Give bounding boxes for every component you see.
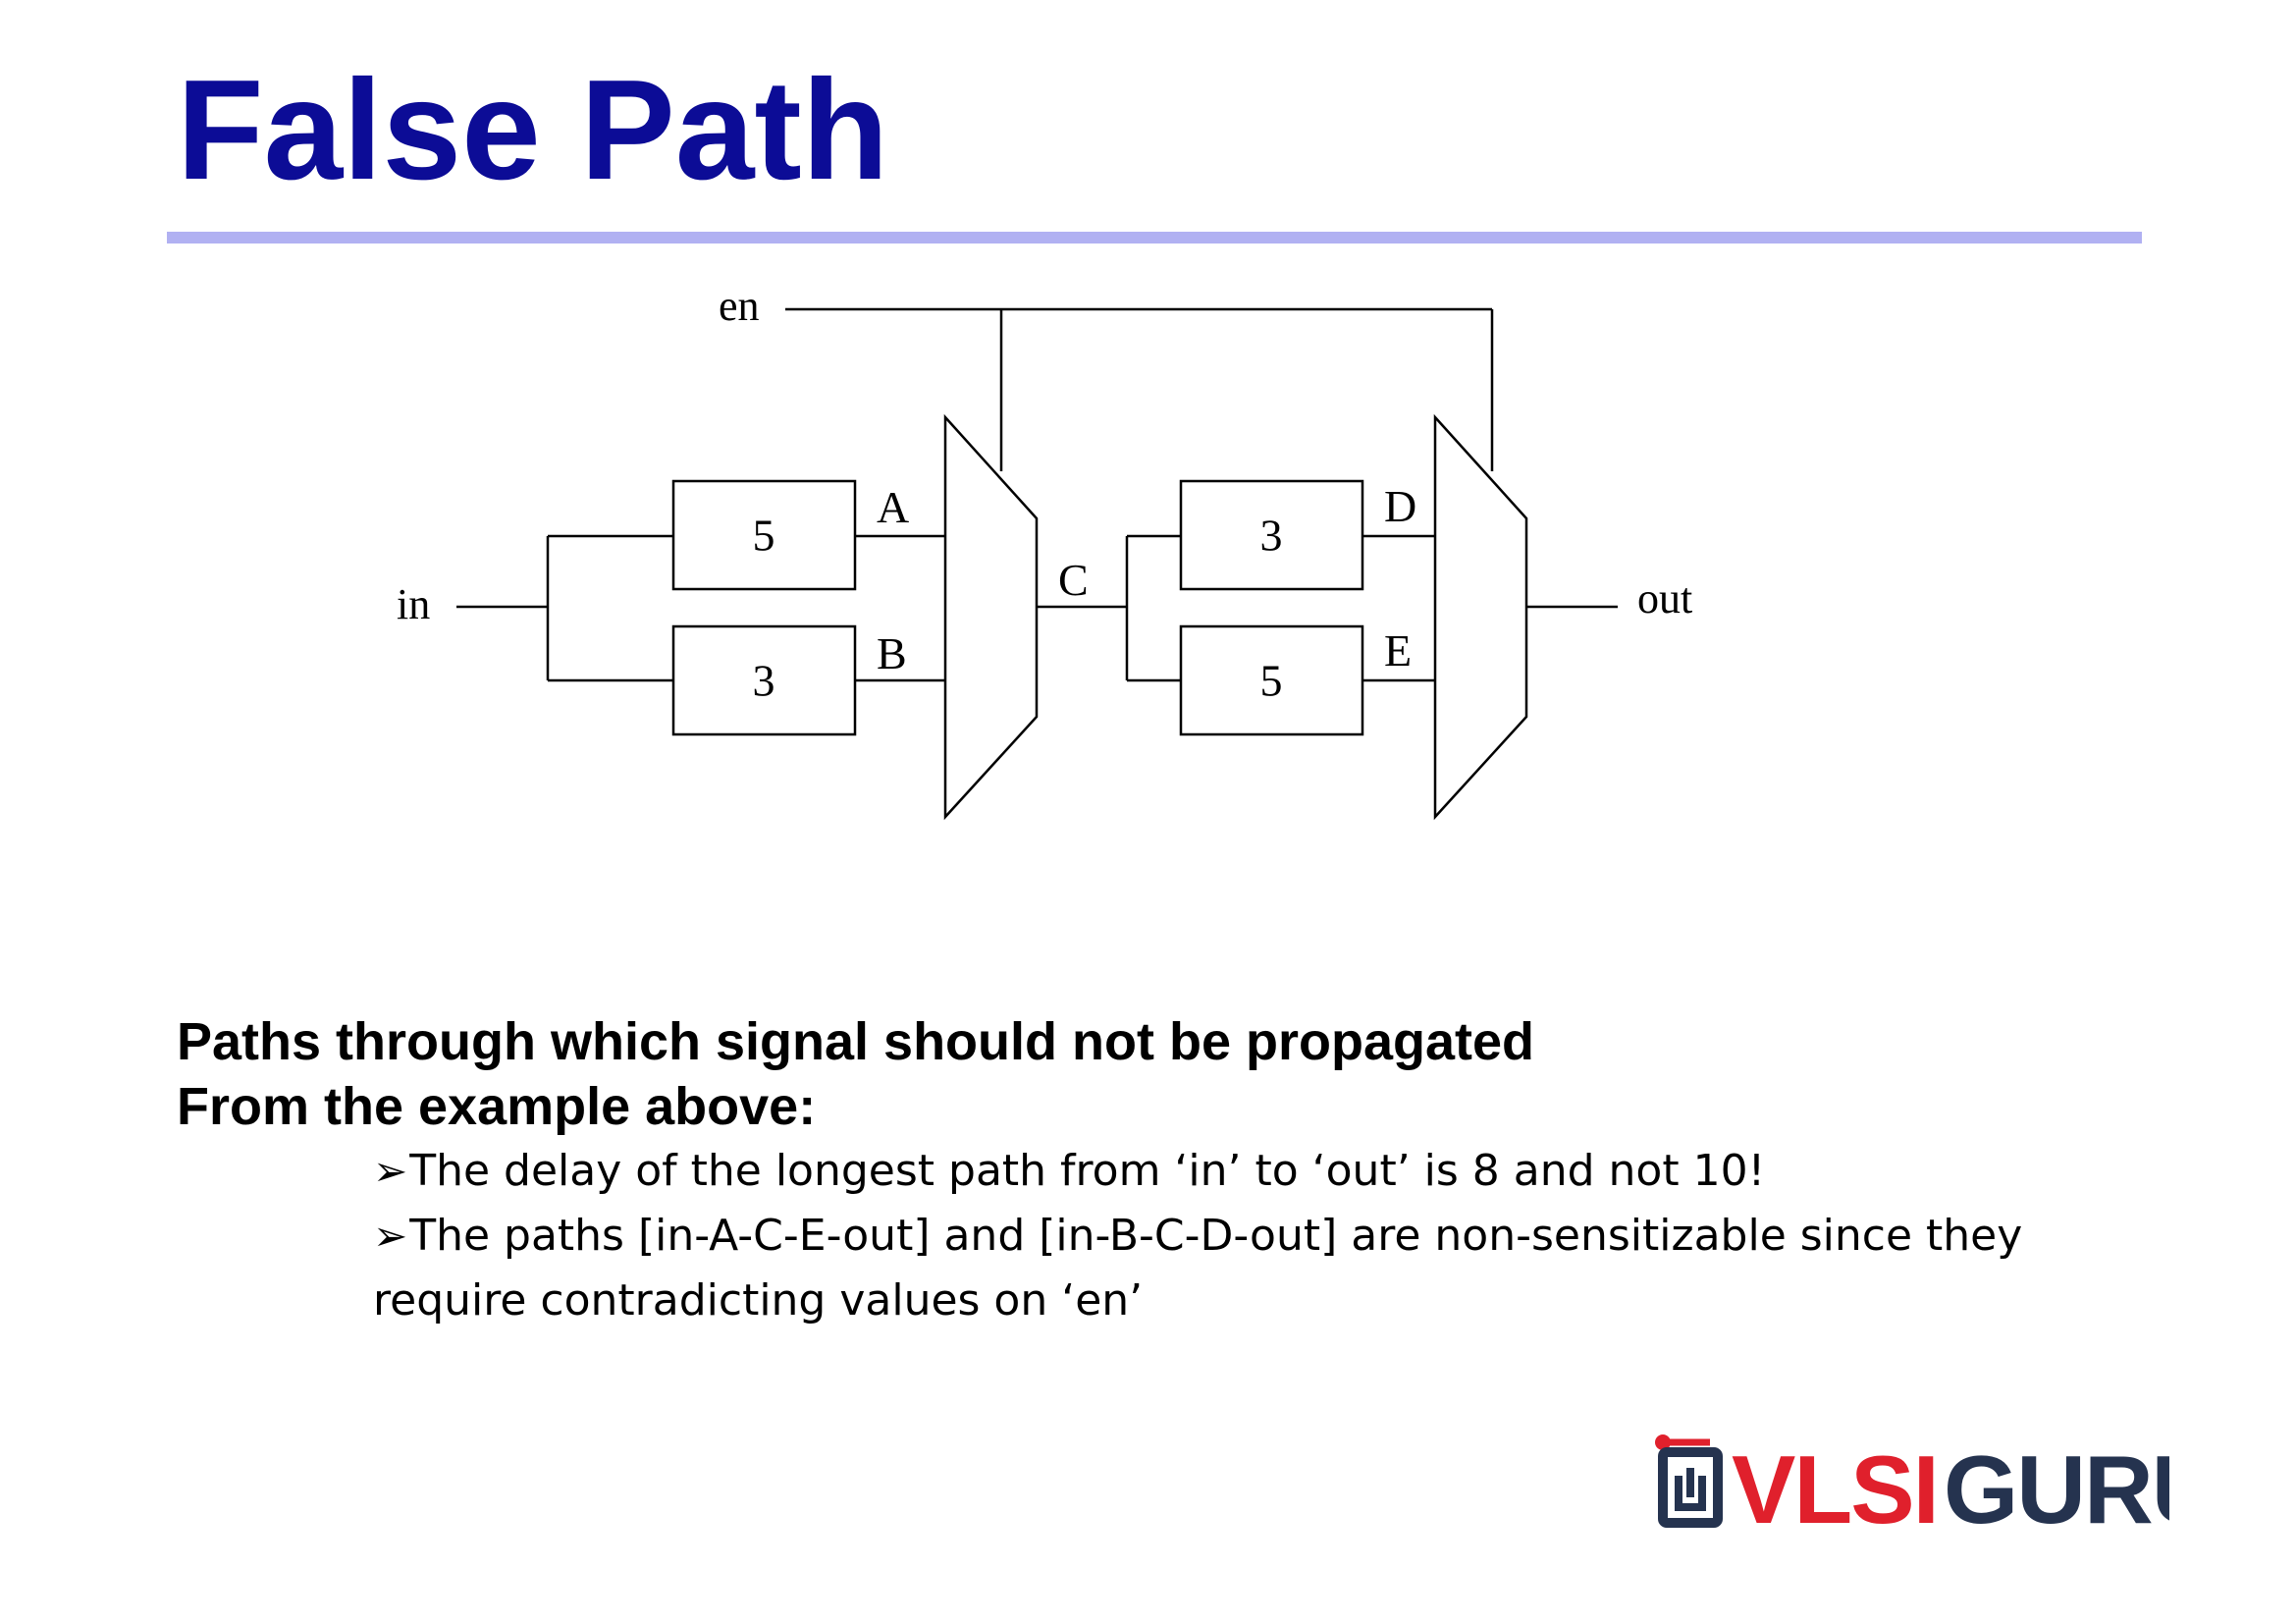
mux-1 [943,413,1039,821]
bullet-item: ➢The delay of the longest path from ‘in’… [373,1139,2140,1204]
label-node-d: D [1384,481,1416,531]
logo-text-vlsi: VLSI [1732,1435,1938,1537]
delay-value-bottom-right: 5 [1260,656,1283,706]
bullet-item: ➢The paths [in-A-C-E-out] and [in-B-C-D-… [373,1204,2140,1333]
delay-value-top-right: 3 [1260,511,1283,561]
vlsiguru-emblem-icon [1655,1434,1723,1528]
body-subheading: From the example above: [177,1077,817,1136]
label-out: out [1637,574,1692,622]
body-heading: Paths through which signal should not be… [177,1012,1535,1071]
label-in: in [397,580,430,628]
label-en: en [719,282,760,330]
bullet-text: The paths [in-A-C-E-out] and [in-B-C-D-o… [373,1211,2023,1325]
delay-value-bottom-left: 3 [753,656,775,706]
label-node-a: A [877,482,909,532]
mux-2 [1433,413,1528,821]
label-node-e: E [1384,625,1412,676]
logo-text-guru: GURU [1944,1435,2169,1537]
slide-body: Paths through which signal should not be… [177,1009,2140,1333]
label-node-b: B [877,628,907,678]
title-underline [167,232,2142,243]
delay-value-top-left: 5 [753,511,775,561]
label-node-c: C [1058,555,1089,605]
vlsiguru-logo: VLSI GURU [1655,1434,2169,1537]
slide-title: False Path [177,50,889,209]
arrow-bullet-icon: ➢ [373,1212,408,1260]
bullet-text: The delay of the longest path from ‘in’ … [409,1146,1766,1196]
arrow-bullet-icon: ➢ [373,1147,408,1195]
bullet-list: ➢The delay of the longest path from ‘in’… [373,1139,2140,1333]
